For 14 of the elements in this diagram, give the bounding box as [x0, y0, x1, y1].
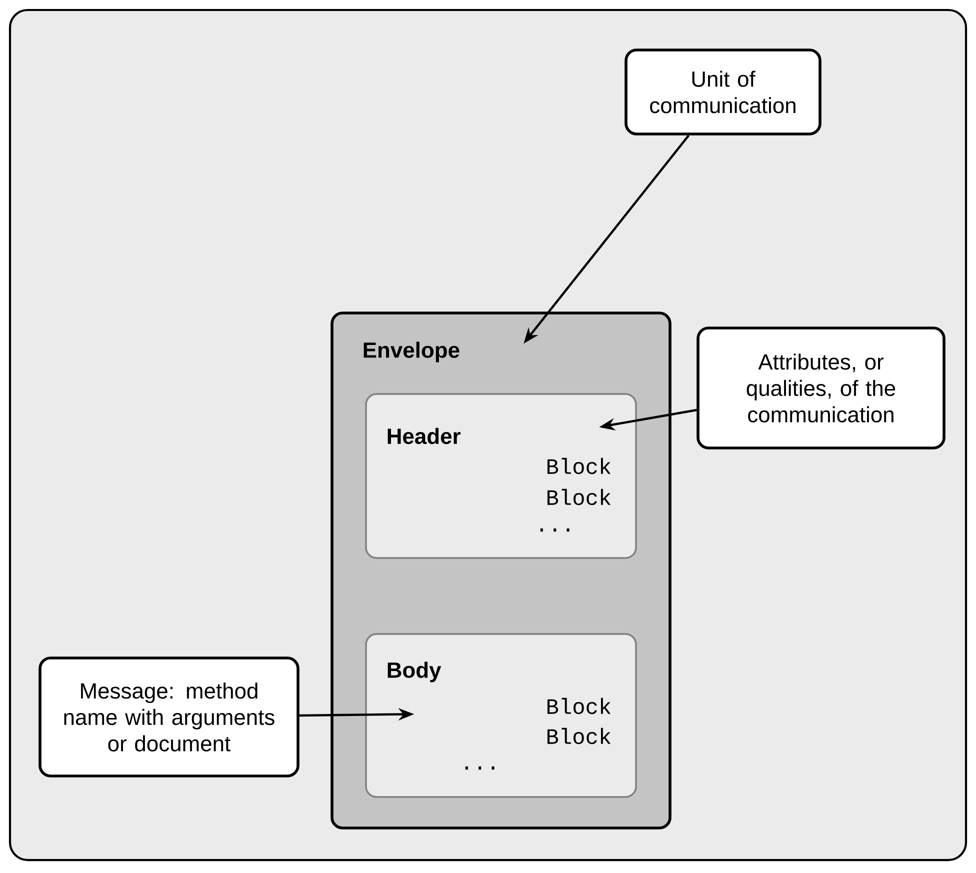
- header-box: [365, 393, 637, 559]
- box-title: Body: [388, 662, 442, 682]
- box-title: Header: [388, 428, 460, 444]
- code-text: Block: [547, 698, 611, 714]
- code-text: ...: [465, 766, 494, 770]
- code-text: Block: [547, 458, 611, 474]
- callout-box: Attributes, or qualities, of the communication: [696, 326, 946, 450]
- code-text: ...: [540, 528, 570, 532]
- body-box: [365, 633, 637, 798]
- callout-box: Message: method name with arguments or document: [38, 656, 300, 778]
- code-text: Block: [547, 488, 611, 506]
- callout-box: Unit of communication: [624, 48, 822, 136]
- code-text: Block: [547, 728, 611, 744]
- box-title: Envelope: [364, 342, 460, 362]
